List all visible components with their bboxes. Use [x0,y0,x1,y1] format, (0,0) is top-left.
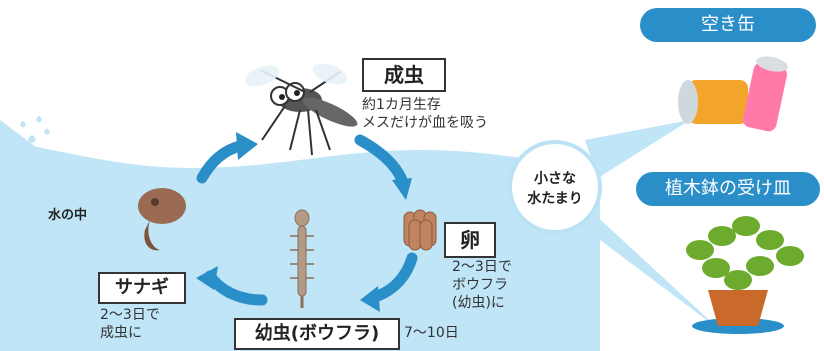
empty-cans-illustration [678,56,788,132]
pupa-stage-title: サナギ [98,272,186,304]
pupa-note-line1: 2〜3日で [100,307,160,323]
pupa-illustration [138,188,186,251]
puddle-line2: 水たまり [527,191,583,207]
egg-note-line3: (幼虫)に [452,295,505,311]
egg-stage-note: 2〜3日で ボウフラ (幼虫)に [452,258,562,312]
pupa-stage-note: 2〜3日で 成虫に [100,306,200,342]
larva-stage-duration: 7〜10日 [404,325,459,341]
adult-stage-note: 約1カ月生存 メスだけが血を吸う [362,96,532,132]
empty-can-pill: 空き缶 [640,8,816,42]
adult-stage-title: 成虫 [362,58,446,92]
egg-cluster [403,209,437,251]
arrowheads [196,132,412,312]
egg-stage-title: 卵 [444,222,496,258]
adult-note-line1: 約1カ月生存 [362,97,441,113]
mosquito-illustration [244,63,358,156]
larva-stage-title: 幼虫(ボウフラ) [234,318,400,350]
bubble-tail-can [585,120,690,178]
arrow-adult-to-egg [354,134,408,186]
plant-saucer-pill: 植木鉢の受け皿 [636,172,820,206]
pupa-note-line2: 成虫に [100,325,142,341]
potted-plant-illustration [686,216,804,334]
egg-note-line2: ボウフラ [452,277,508,293]
arrow-pupa-to-adult [196,140,246,184]
puddle-line1: 小さな [534,171,576,187]
adult-note-line2: メスだけが血を吸う [362,115,488,131]
splash-drops [20,116,50,143]
egg-note-line1: 2〜3日で [452,259,512,275]
small-puddle-bubble: 小さな 水たまり [508,140,602,234]
water-label: 水の中 [48,208,88,223]
larva-illustration [290,209,314,308]
bubble-tail-saucer [590,210,720,330]
